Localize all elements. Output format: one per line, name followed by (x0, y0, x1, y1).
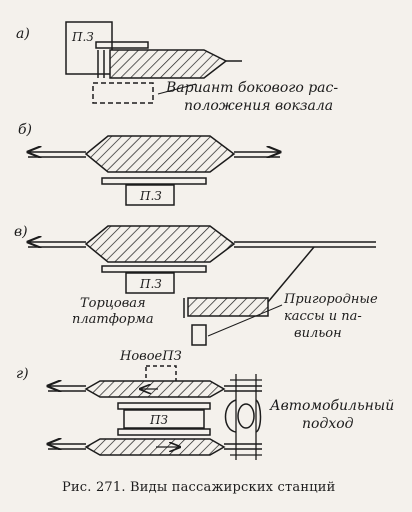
leader-line-a (157, 83, 197, 95)
branch-track (267, 246, 315, 303)
road-loop-center (237, 403, 255, 429)
road-loop-right (255, 399, 262, 433)
alt-station-dashed (92, 82, 154, 104)
platform-d-upper (117, 402, 211, 410)
new-station-label: НовоеПЗ (119, 349, 182, 364)
figure-caption: Рис. 271. Виды пассажирских станций (62, 480, 336, 495)
suburban-line2: кассы и па- (284, 309, 362, 324)
panel-a: а) П.З Вариант бокового рас- положения в… (16, 21, 338, 114)
platform-a (95, 41, 149, 49)
road-access-line1: Автомобильный (269, 398, 394, 414)
suburban-kiosk (191, 324, 207, 346)
panel-c: в) П.З Торцовая платформа Пригородные ка… (14, 224, 378, 346)
station-building-b (125, 184, 175, 206)
suburban-line1: Пригородные (283, 292, 378, 307)
panel-b: б) П.З (18, 122, 280, 206)
track-area-c (84, 225, 236, 263)
note-a-line2: положения вокзала (184, 98, 333, 114)
note-a-line1: Вариант бокового рас- (165, 80, 338, 96)
platform-d-lower (117, 428, 211, 436)
track-area-a (109, 49, 228, 79)
road-loop-left (224, 399, 237, 433)
platform-c (101, 265, 207, 273)
road-access-line2: подход (302, 416, 354, 432)
station-label-b: П.З (139, 189, 162, 203)
panel-d: г) НовоеПЗ ПЗ (16, 349, 394, 460)
suburban-line3: вильон (294, 326, 342, 341)
track-area-b (84, 135, 236, 173)
station-label-c: П.З (139, 277, 162, 291)
panel-d-letter: г) (16, 366, 29, 382)
station-label-a: П.З (71, 30, 94, 44)
track-area-d-lower (84, 438, 226, 456)
end-platform-line1: Торцовая (80, 296, 146, 311)
leader-line-c (207, 304, 283, 337)
end-platform (187, 297, 269, 317)
station-building-c (125, 272, 175, 294)
end-platform-line2: платформа (72, 312, 154, 327)
platform-b (101, 177, 207, 185)
panel-b-letter: б) (18, 122, 32, 138)
station-label-d: ПЗ (149, 413, 168, 427)
panel-c-letter: в) (14, 224, 28, 240)
panel-a-letter: а) (16, 26, 30, 42)
station-building-d (123, 409, 205, 429)
